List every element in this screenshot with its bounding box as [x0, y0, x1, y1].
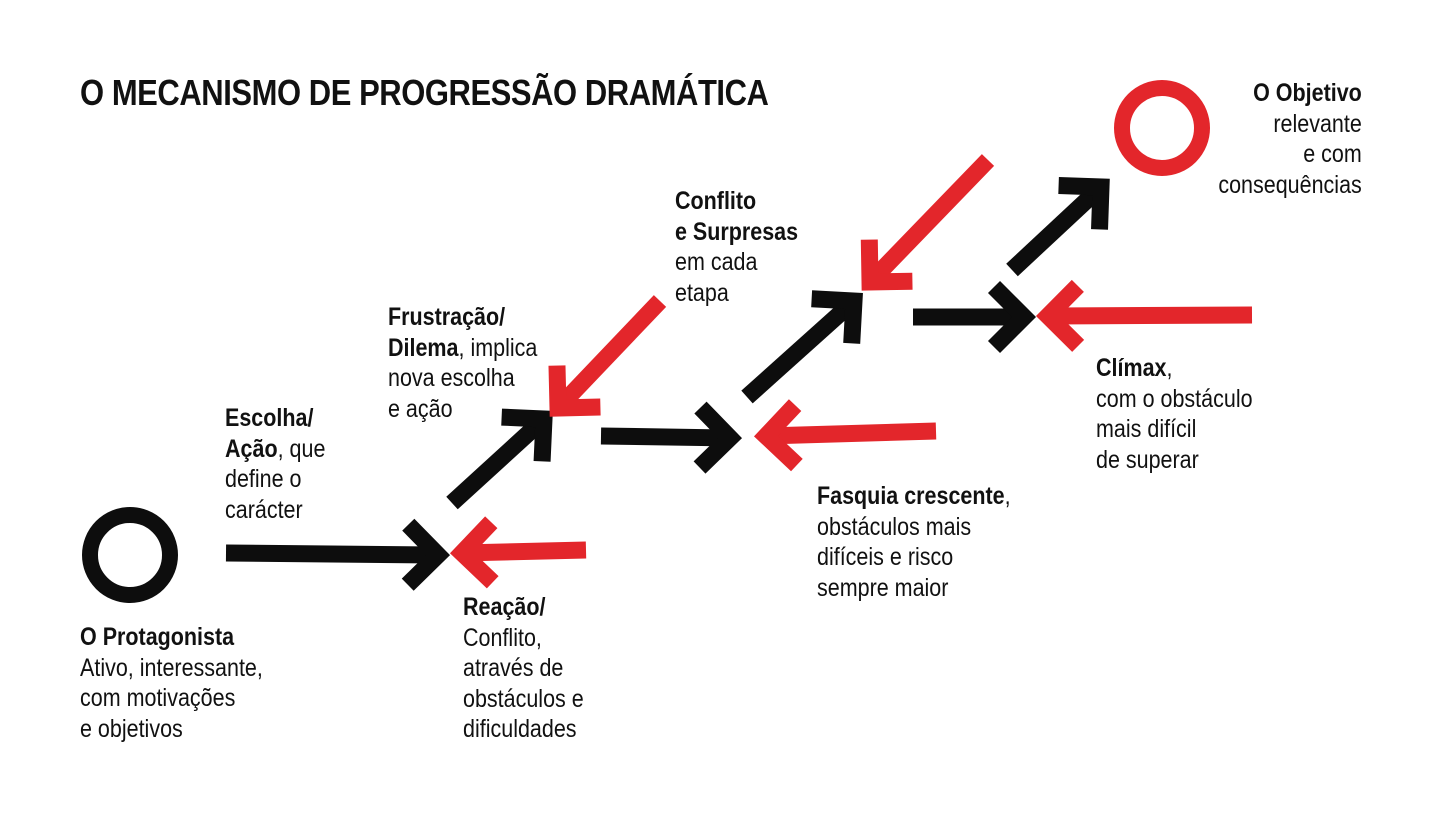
- rising-stakes-text-2: obstáculos mais: [817, 512, 972, 541]
- choice-label: Escolha/ Ação, que define o carácter: [225, 403, 325, 525]
- goal-text-2: relevante: [1273, 109, 1362, 138]
- frustration-text-2: , implica: [458, 333, 538, 362]
- conflict-heading-1: Conflito: [675, 187, 757, 215]
- arrow-up-to-frustration: [446, 408, 553, 510]
- choice-text-4: carácter: [225, 495, 303, 524]
- climax-text-2: com o obstáculo: [1096, 384, 1253, 413]
- choice-heading-1: Escolha/: [225, 404, 314, 432]
- arrow-protagonist-to-choice-head: [401, 518, 451, 591]
- arrow-rising-obstacle-shaft: [769, 422, 937, 445]
- frustration-heading-1: Frustração/: [388, 303, 506, 331]
- climax-text-4: de superar: [1096, 445, 1199, 474]
- arrow-climax-obstacle-shaft: [1051, 306, 1253, 325]
- arrow-climax-obstacle-head: [1035, 279, 1085, 352]
- arrow-up-to-goal: [1006, 177, 1110, 277]
- reaction-text-5: dificuldades: [463, 715, 577, 743]
- arrow-protagonist-to-choice: [225, 518, 451, 591]
- arrow-reaction-conflict: [449, 516, 587, 589]
- arrow-conflict-surprise-shaft: [554, 295, 667, 411]
- arrow-upper-forward-head: [987, 280, 1037, 354]
- goal-heading: O Objetivo: [1253, 79, 1362, 107]
- frustration-label: Frustração/ Dilema, implica nova escolha…: [388, 302, 537, 424]
- arrow-upper-obstacle-shaft: [866, 154, 995, 286]
- arrow-mid-forward: [600, 401, 743, 474]
- arrow-mid-forward-shaft: [600, 427, 727, 447]
- frustration-text-4: e ação: [388, 394, 453, 423]
- protagonist-text-2: com motivações: [80, 684, 236, 712]
- choice-text-3: define o: [225, 465, 302, 493]
- arrow-climax-obstacle: [1035, 279, 1253, 352]
- frustration-heading-2: Dilema: [388, 333, 459, 362]
- arrow-protagonist-to-choice-shaft: [225, 544, 435, 564]
- reaction-text-3: através de: [463, 654, 564, 682]
- rising-stakes-heading: Fasquia crescente: [817, 482, 1005, 510]
- rising-stakes-text-4: sempre maior: [817, 573, 949, 602]
- goal-label: O Objetivo relevante e com consequências: [1219, 78, 1362, 200]
- goal-text-4: consequências: [1218, 170, 1362, 199]
- conflict-text-4: etapa: [675, 278, 729, 307]
- choice-text-2: , que: [277, 434, 326, 463]
- diagram-title: O MECANISMO DE PROGRESSÃO DRAMÁTICA: [80, 72, 769, 113]
- choice-heading-2: Ação: [225, 434, 278, 463]
- arrow-conflict-surprise-head: [548, 365, 601, 417]
- arrow-reaction-conflict-head: [449, 516, 499, 589]
- arrow-up-to-second-step-head: [811, 290, 863, 344]
- arrow-up-to-frustration-head: [501, 408, 553, 462]
- climax-comma: ,: [1166, 354, 1173, 382]
- conflict-heading-2: e Surpresas: [675, 217, 799, 246]
- climax-label: Clímax, com o obstáculo mais difícil de …: [1096, 353, 1253, 475]
- arrow-up-to-second-step-shaft: [741, 297, 857, 404]
- arrow-up-to-goal-shaft: [1006, 183, 1104, 277]
- conflict-label: Conflito e Surpresas em cada etapa: [675, 186, 798, 308]
- arrow-upper-obstacle: [860, 154, 995, 291]
- arrow-conflict-surprise: [548, 295, 667, 417]
- goal-text-3: e com: [1303, 140, 1362, 168]
- rising-stakes-text-3: difíceis e risco: [817, 543, 954, 571]
- arrow-up-to-second-step: [741, 290, 863, 404]
- arrow-up-to-goal-head: [1058, 177, 1110, 230]
- climax-text-3: mais difícil: [1096, 415, 1197, 443]
- arrow-mid-forward-head: [693, 401, 743, 474]
- frustration-text-3: nova escolha: [388, 364, 515, 392]
- rising-stakes-label: Fasquia crescente, obstáculos mais difíc…: [817, 481, 1011, 603]
- reaction-heading: Reação/: [463, 593, 546, 621]
- reaction-text-2: Conflito,: [463, 623, 542, 652]
- arrow-upper-obstacle-head: [860, 239, 913, 291]
- arrow-upper-forward: [913, 280, 1037, 354]
- protagonist-text-3: e objetivos: [80, 714, 183, 743]
- reaction-label: Reação/ Conflito, através de obstáculos …: [463, 592, 584, 745]
- rising-stakes-comma: ,: [1004, 482, 1011, 510]
- conflict-text-3: em cada: [675, 248, 758, 276]
- arrow-up-to-frustration-shaft: [446, 415, 547, 510]
- protagonist-text-1: Ativo, interessante,: [80, 653, 263, 682]
- arrow-rising-obstacle: [753, 399, 937, 472]
- climax-heading: Clímax: [1096, 354, 1167, 382]
- protagonist-label: O Protagonista Ativo, interessante, com …: [80, 622, 263, 744]
- arrow-reaction-conflict-shaft: [465, 541, 587, 562]
- arrow-rising-obstacle-head: [753, 399, 803, 472]
- protagonist-heading: O Protagonista: [80, 623, 235, 651]
- reaction-text-4: obstáculos e: [463, 684, 584, 713]
